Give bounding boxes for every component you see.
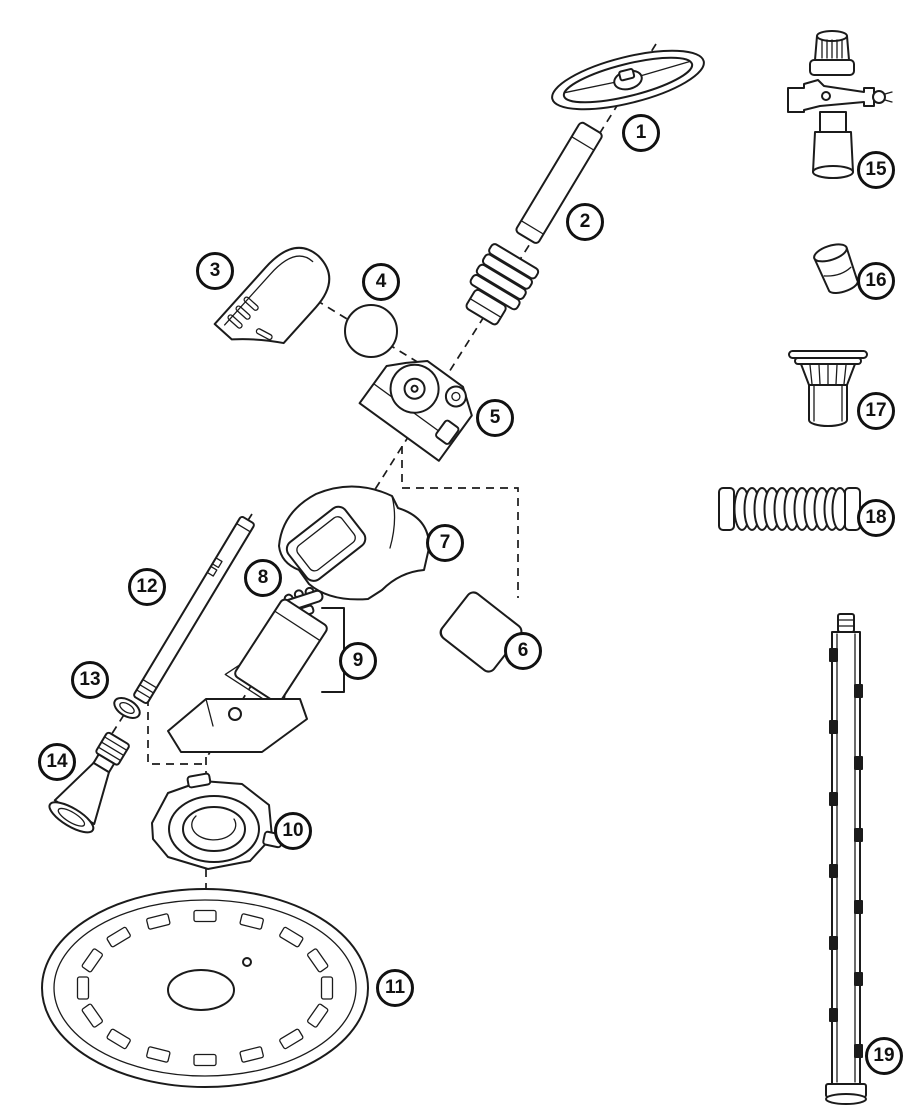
callout-12[interactable]: 12 xyxy=(128,568,166,606)
callout-6[interactable]: 6 xyxy=(504,632,542,670)
part-o-ring xyxy=(113,697,141,719)
callout-8[interactable]: 8 xyxy=(244,559,282,597)
part-swivel-housing xyxy=(358,359,473,462)
part-lower-shaft xyxy=(133,515,255,705)
callout-10[interactable]: 10 xyxy=(274,812,312,850)
part-nozzle-foot xyxy=(48,731,130,834)
part-body-column xyxy=(167,598,345,753)
callout-1[interactable]: 1 xyxy=(622,114,660,152)
callout-5[interactable]: 5 xyxy=(476,399,514,437)
part-elbow-fitting xyxy=(813,243,859,294)
callout-19[interactable]: 19 xyxy=(865,1037,903,1075)
callout-2[interactable]: 2 xyxy=(566,203,604,241)
part-wheel xyxy=(551,49,705,111)
part-disc xyxy=(41,888,369,1088)
part-backup-valve xyxy=(787,30,893,179)
part-finned-adapter xyxy=(788,350,868,427)
part-shaft-coupling xyxy=(465,243,540,326)
part-upper-shaft xyxy=(515,121,603,244)
part-ball xyxy=(344,304,398,358)
callout-16[interactable]: 16 xyxy=(857,262,895,300)
callout-3[interactable]: 3 xyxy=(196,252,234,290)
callout-18[interactable]: 18 xyxy=(857,499,895,537)
part-top-cover xyxy=(213,246,331,345)
callout-17[interactable]: 17 xyxy=(857,392,895,430)
callout-4[interactable]: 4 xyxy=(362,263,400,301)
part-feed-pipe xyxy=(825,613,867,1105)
callout-13[interactable]: 13 xyxy=(71,661,109,699)
part-deflector-wing xyxy=(278,485,431,601)
part-bearing-housing xyxy=(151,772,284,870)
part-hose-coupling xyxy=(718,487,861,531)
callout-11[interactable]: 11 xyxy=(376,969,414,1007)
callout-14[interactable]: 14 xyxy=(38,743,76,781)
callout-9[interactable]: 9 xyxy=(339,642,377,680)
callout-7[interactable]: 7 xyxy=(426,524,464,562)
callout-15[interactable]: 15 xyxy=(857,151,895,189)
